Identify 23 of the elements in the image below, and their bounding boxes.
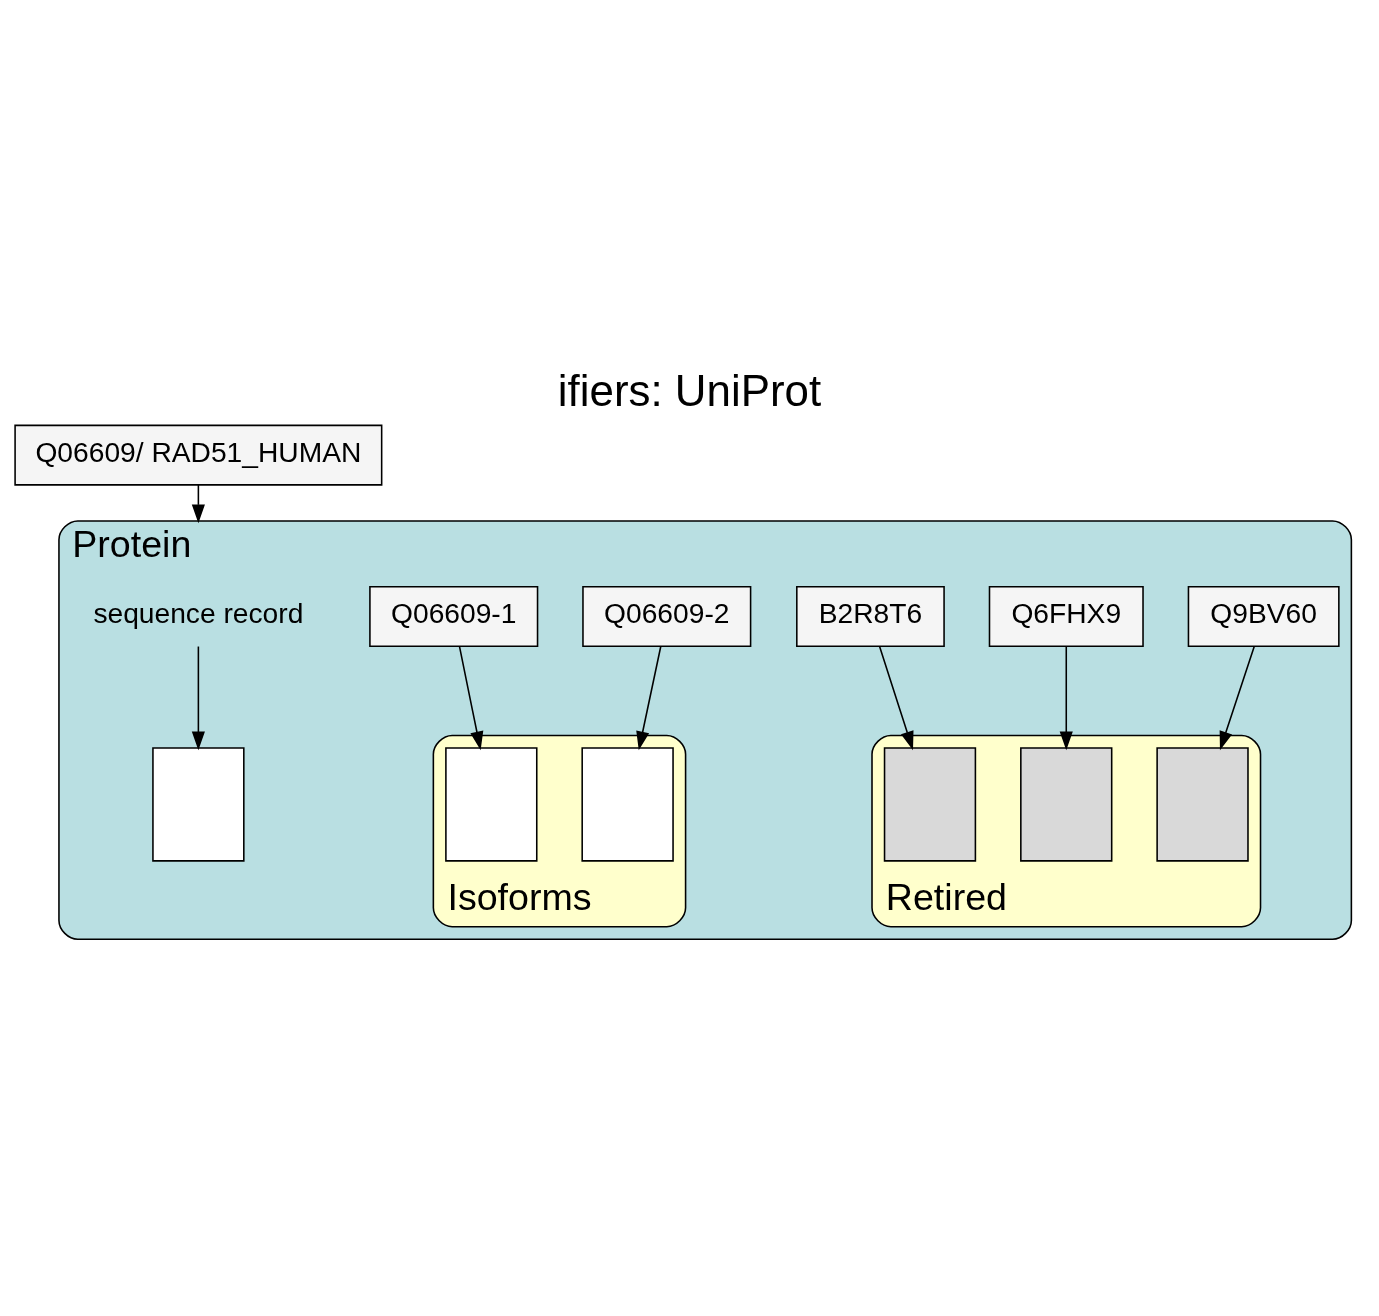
node-box (581, 747, 674, 862)
node-box (883, 747, 977, 862)
arrow (878, 645, 914, 751)
arrow (636, 645, 662, 751)
node-box (1020, 747, 1113, 862)
node-box: Q9BV60 (1187, 585, 1340, 648)
arrow (191, 645, 205, 751)
node-box (152, 747, 245, 862)
arrow (1219, 645, 1256, 751)
diagram-title: ifiers: UniProt (557, 365, 822, 415)
node-box: Q6FHX9 (988, 585, 1144, 648)
node-box: Q06609-1 (369, 585, 539, 648)
node-box: Q06609/ RAD51_HUMAN (14, 424, 383, 486)
arrow (458, 645, 484, 751)
cluster: Retired (871, 734, 1262, 928)
node-box (1156, 747, 1249, 862)
arrow (191, 484, 205, 524)
node-text: sequence record (93, 597, 304, 630)
node-box: Q06609-2 (582, 585, 752, 648)
node-box (445, 747, 538, 862)
node-box: B2R8T6 (796, 585, 945, 648)
arrow (1059, 645, 1073, 751)
cluster: Isoforms (432, 734, 687, 928)
